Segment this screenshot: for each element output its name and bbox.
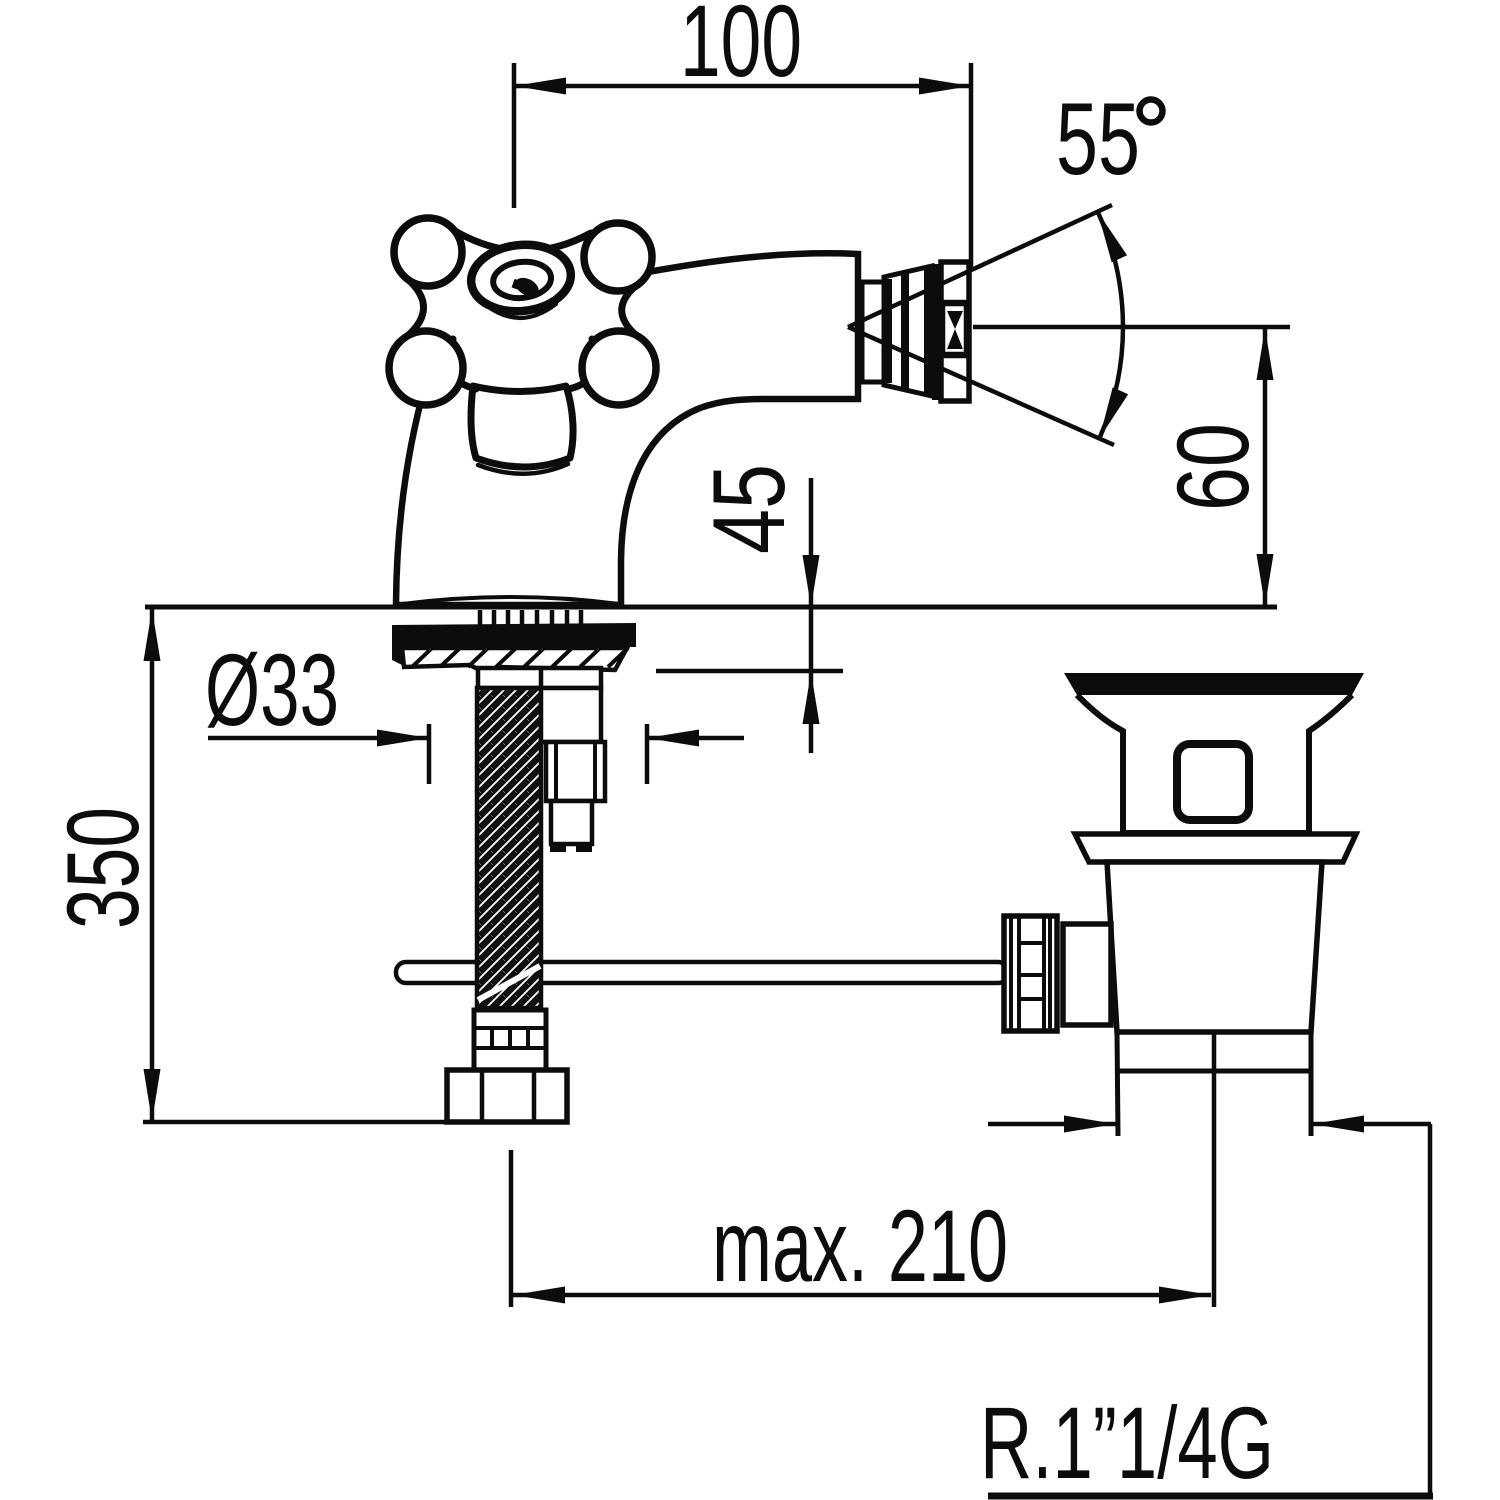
svg-text:55: 55 <box>1056 82 1140 196</box>
svg-text:45: 45 <box>692 464 806 554</box>
svg-text:Ø33: Ø33 <box>205 633 339 747</box>
svg-text:60: 60 <box>1156 423 1270 511</box>
svg-text:350: 350 <box>46 807 160 929</box>
svg-text:100: 100 <box>680 0 802 98</box>
svg-text:R.1”1/4G: R.1”1/4G <box>980 1386 1274 1500</box>
svg-text:max. 210: max. 210 <box>712 1189 1008 1303</box>
